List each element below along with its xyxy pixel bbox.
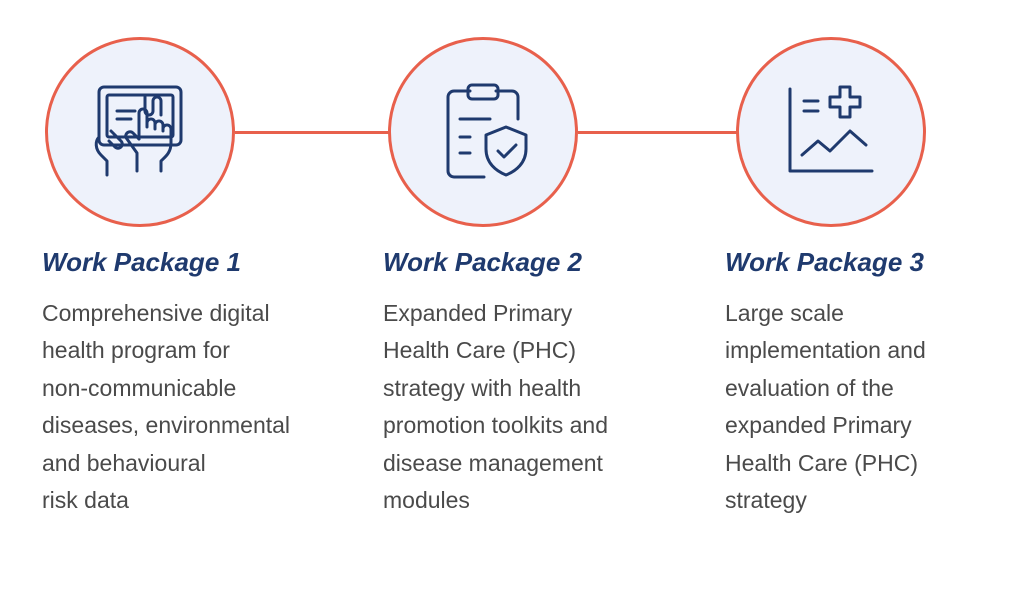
package-3-text: Work Package 3 Large scale implementatio… [725,248,1024,520]
desc-line: non-communicable [42,374,237,401]
clipboard-shield-icon [446,83,528,179]
desc-line: disease management [383,449,603,476]
connector-line-1-2 [235,131,392,134]
desc-line: risk data [42,487,129,514]
package-2-title: Work Package 2 [383,247,582,277]
desc-line: Health Care (PHC) [383,337,576,364]
desc-line: evaluation of the [725,374,894,401]
desc-line: strategy with health [383,374,582,401]
package-1-text: Work Package 1 Comprehensive digital hea… [42,248,342,520]
desc-line: diseases, environmental [42,412,291,439]
desc-line: Large scale [725,299,844,326]
package-1-title: Work Package 1 [42,247,241,277]
desc-line: Expanded Primary [383,299,573,326]
package-1-description: Comprehensive digital health program for… [42,295,342,520]
desc-line: expanded Primary [725,412,912,439]
desc-line: Health Care (PHC) [725,449,918,476]
package-3-circle [736,37,926,227]
package-3-title: Work Package 3 [725,247,924,277]
desc-line: implementation and [725,337,926,364]
package-2-description: Expanded Primary Health Care (PHC) strat… [383,295,683,520]
desc-line: Comprehensive digital [42,299,270,326]
desc-line: promotion toolkits and [383,412,609,439]
package-3-description: Large scale implementation and evaluatio… [725,295,1024,520]
desc-line: strategy [725,487,807,514]
desc-line: health program for [42,337,230,364]
connector-line-2-3 [578,131,738,134]
chart-medical-cross-icon [788,85,874,173]
package-2-text: Work Package 2 Expanded Primary Health C… [383,248,683,520]
desc-line: and behavioural [42,449,206,476]
tablet-touch-icon [94,85,183,177]
package-2-circle [388,37,578,227]
package-1-circle [45,37,235,227]
desc-line: modules [383,487,470,514]
